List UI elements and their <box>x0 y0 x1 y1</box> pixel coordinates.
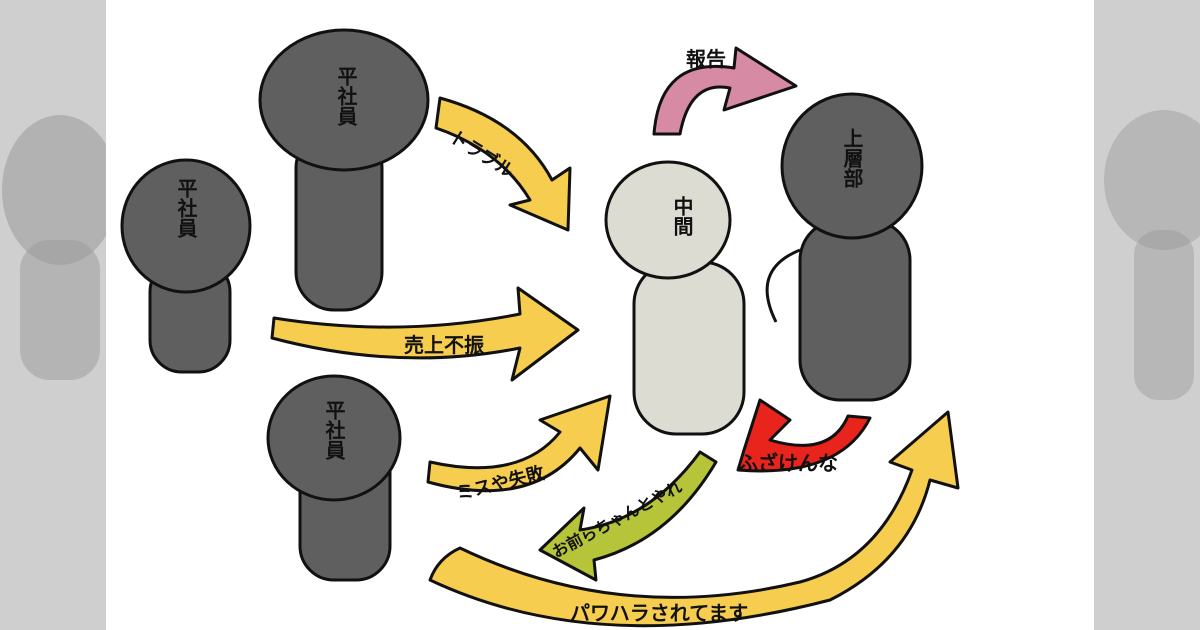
power-harassment-label: パワハラされてます <box>570 601 748 625</box>
middle-manager-figure <box>604 160 746 436</box>
dont-mess-arrow <box>736 398 872 473</box>
worker-figure-bottom <box>266 374 402 582</box>
worker-figure-left <box>120 158 252 374</box>
do-it-properly-arrow <box>538 450 718 582</box>
power-harassment-arrow <box>428 410 960 628</box>
worker-figure-top <box>258 28 430 312</box>
sales-label: 売上不振 <box>404 333 484 357</box>
report-arrow <box>652 46 798 136</box>
trouble-arrow <box>434 96 572 232</box>
worker-label-top: 平社員 <box>334 66 358 127</box>
middle-label: 中間 <box>670 195 694 236</box>
worker-label-bottom: 平社員 <box>322 400 346 461</box>
upper-label: 上層部 <box>840 128 864 188</box>
dont-mess-label: ふざけんな <box>738 451 838 475</box>
blurred-left-margin <box>0 0 106 630</box>
blurred-right-margin <box>1094 0 1200 630</box>
illustration-panel: 平社員 平社員 平社員 中間 上層部 報告 トラブル 売上不振 ミスや失敗 お前… <box>106 0 1094 630</box>
upper-management-figure <box>765 92 924 402</box>
blurred-figure-left <box>2 115 106 380</box>
blurred-figure-right <box>1104 110 1200 400</box>
worker-label-left: 平社員 <box>174 178 198 239</box>
report-label: 報告 <box>686 47 726 71</box>
mistakes-arrow <box>426 394 612 493</box>
sales-arrow <box>270 286 580 382</box>
org-diagram: 平社員 平社員 平社員 中間 上層部 報告 トラブル 売上不振 ミスや失敗 お前… <box>120 28 960 628</box>
